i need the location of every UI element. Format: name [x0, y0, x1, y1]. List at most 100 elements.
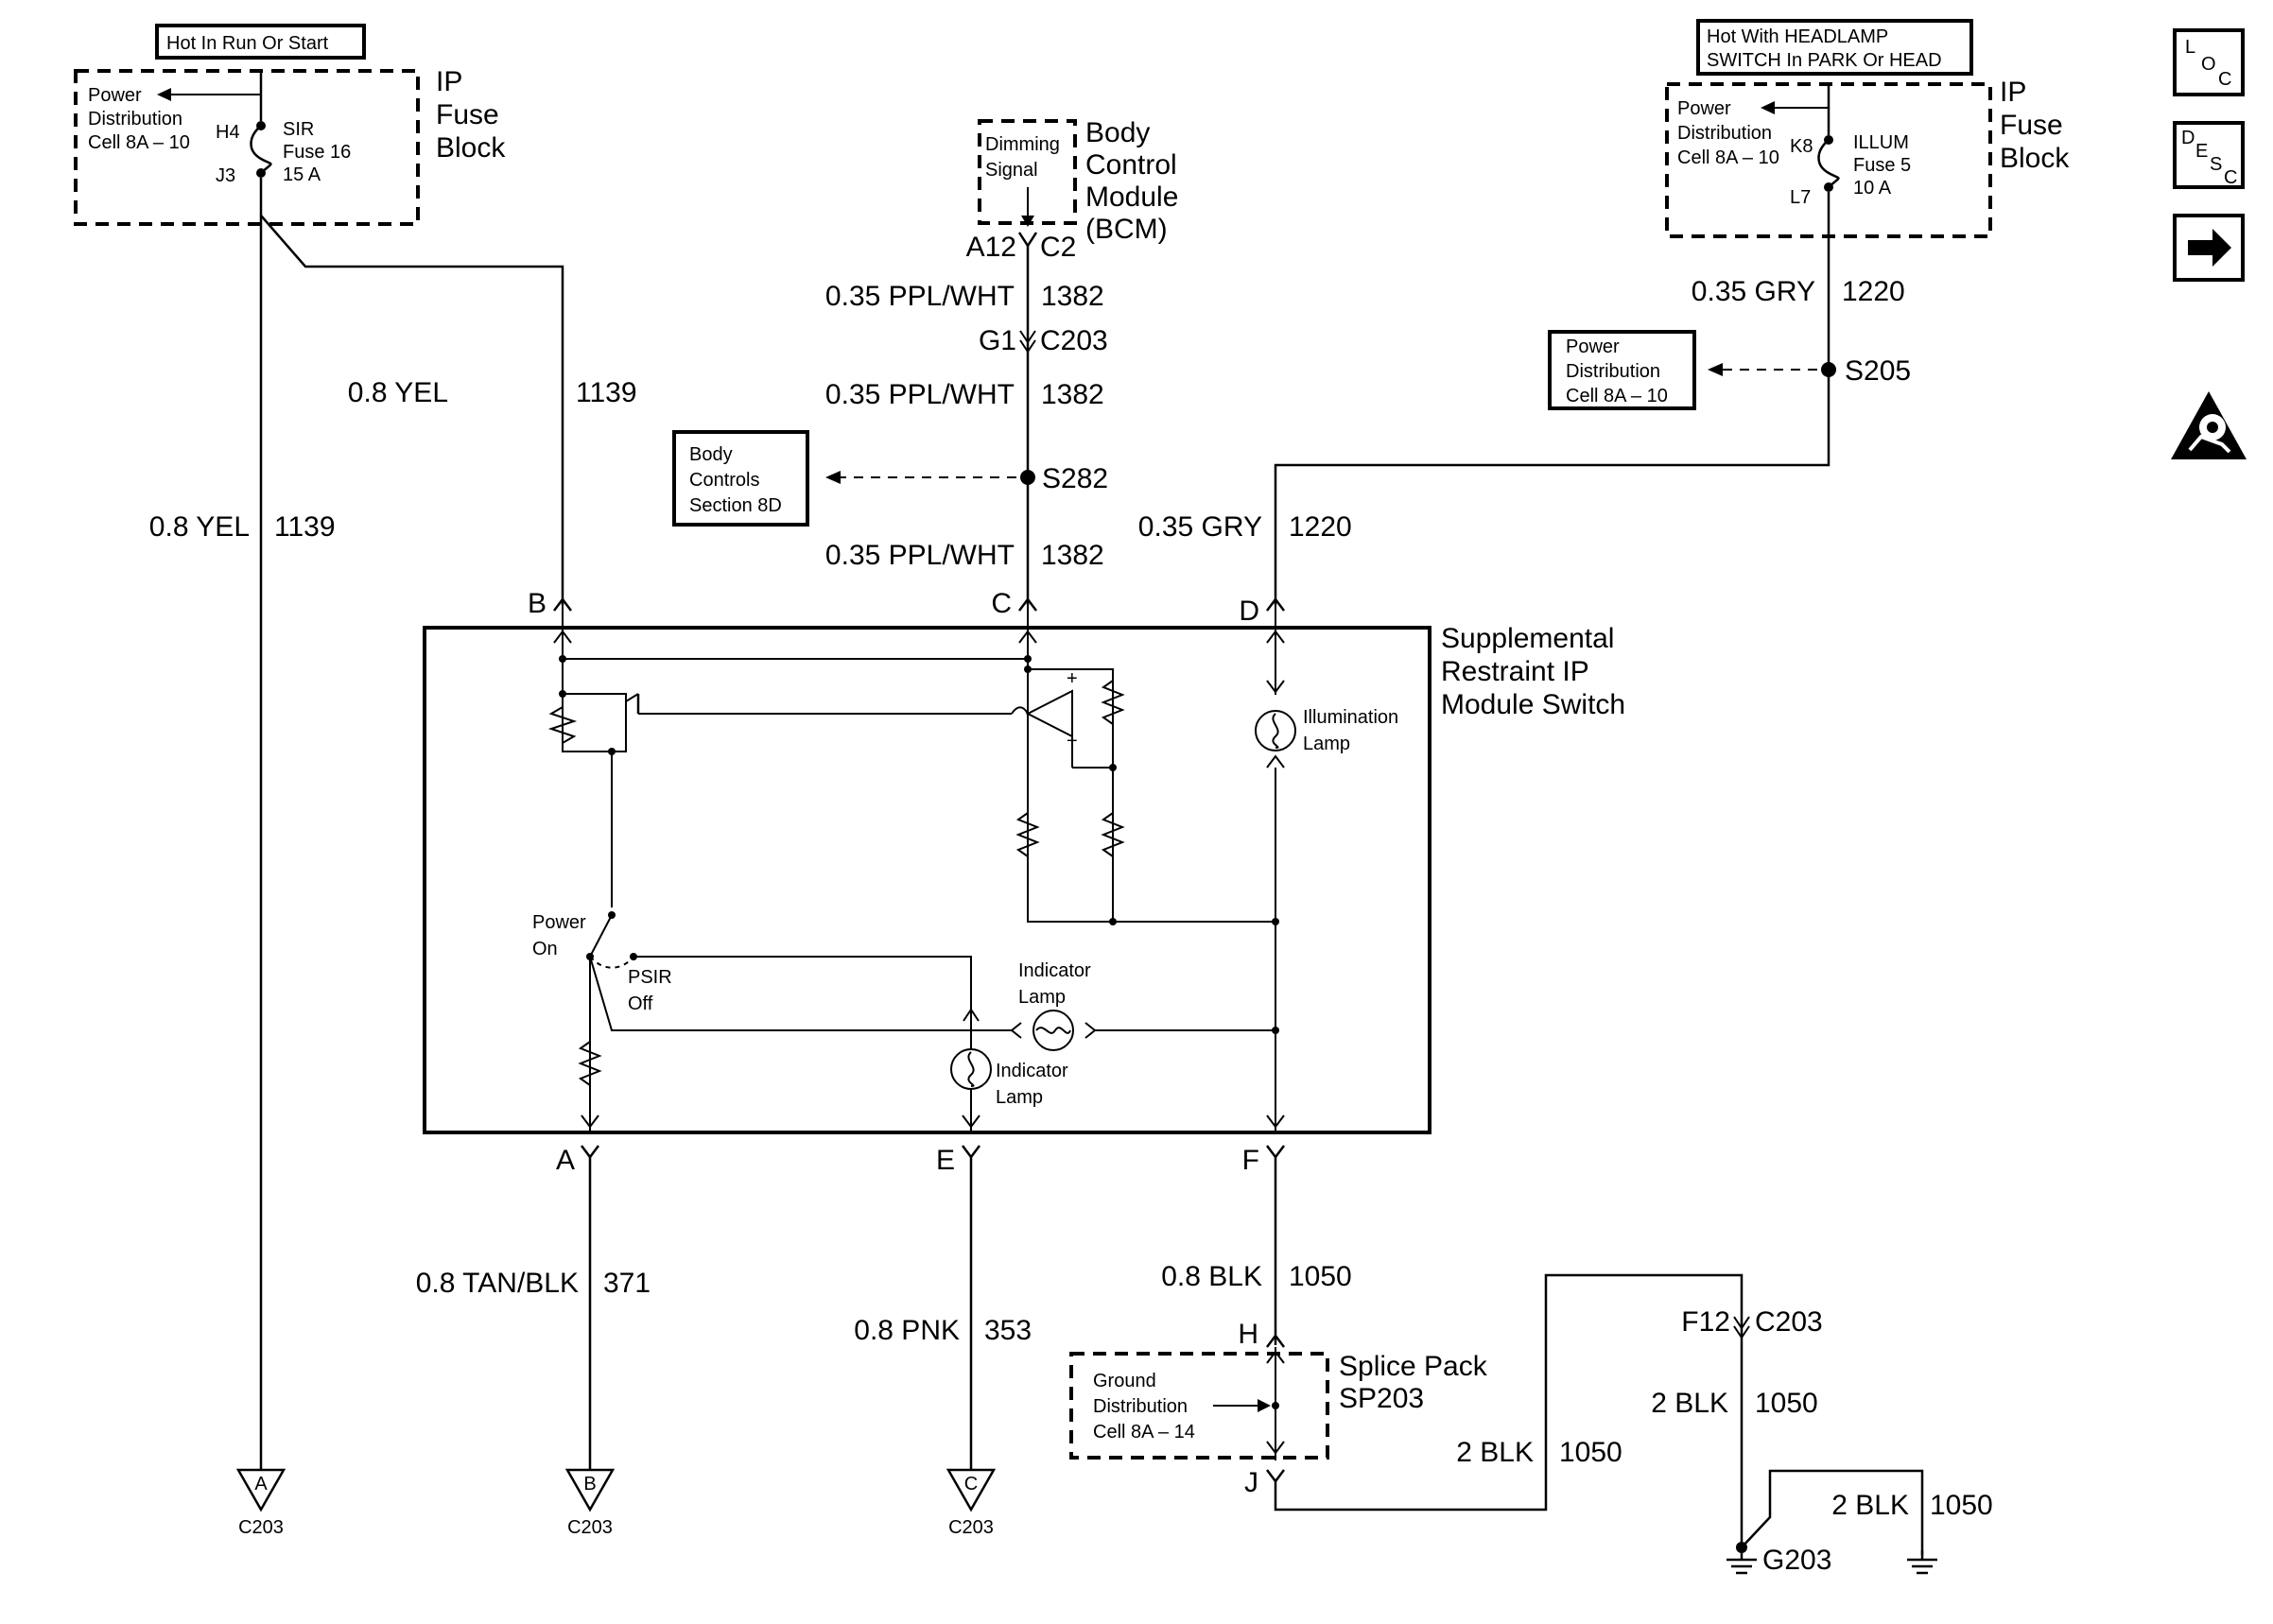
loc-icon[interactable]: L O C	[2173, 28, 2245, 96]
wire-1139-to-b	[260, 215, 564, 605]
fuse-block-title: IP	[436, 66, 462, 97]
connector-male-icon	[1266, 596, 1285, 612]
pin-label: L7	[1790, 187, 1811, 208]
icon-letter: C	[2224, 167, 2237, 188]
arrow-up-icon	[1266, 754, 1285, 769]
switch-label: On	[532, 939, 558, 959]
node-dot	[1272, 1402, 1279, 1409]
op-amp-icon	[1025, 689, 1073, 738]
connector-female-icon	[1266, 1145, 1285, 1160]
icon-letter: L	[2185, 37, 2195, 58]
right-fuse-block: Hot With HEADLAMP SWITCH In PARK Or HEAD…	[1665, 19, 2070, 238]
next-arrow-icon[interactable]	[2173, 214, 2245, 282]
resistor-icon	[547, 706, 578, 744]
fuse-pin-dot	[256, 168, 266, 178]
wire-circuit-label: 1220	[1842, 276, 1905, 307]
module-pin-label: D	[1239, 596, 1259, 627]
fuse-block-title: Block	[2000, 143, 2070, 174]
bcm-title: Body	[1085, 117, 1150, 148]
power-dist-ref-box[interactable]	[1548, 330, 1696, 410]
connector-name-label: C203	[1040, 325, 1108, 356]
resistor-icon	[1101, 812, 1125, 857]
arrow-up-icon	[1266, 630, 1285, 644]
module-title: Restraint IP	[1441, 656, 1589, 687]
connector-male-icon	[553, 596, 572, 612]
ground-icon	[1907, 1550, 1937, 1575]
fuse-label: SIR	[283, 119, 314, 140]
bcm-title: (BCM)	[1085, 214, 1168, 245]
lamp-filament	[967, 1051, 975, 1087]
splice-dot	[1020, 470, 1035, 485]
pin-label: J	[1244, 1467, 1258, 1498]
fuse-block-title: Block	[436, 132, 506, 164]
connector-male-icon	[1018, 596, 1037, 612]
ref-text: Body	[689, 444, 733, 465]
wire-color-label: 0.35 GRY	[1692, 276, 1815, 307]
wire-color-label: 0.35 GRY	[1138, 511, 1262, 543]
power-dist-text: Distribution	[88, 109, 182, 130]
splice-label: S205	[1845, 355, 1911, 387]
hot-run-start-label: Hot In Run Or Start	[166, 33, 329, 54]
fuse-icon	[1817, 139, 1840, 188]
wire-color-label: 2 BLK	[1651, 1388, 1728, 1419]
power-dist-text: Power	[1677, 98, 1731, 119]
pin-label: H	[1238, 1319, 1258, 1350]
hot-headlamp-label: Hot With HEADLAMP	[1707, 26, 1888, 47]
node-dot	[1272, 1027, 1279, 1034]
wire-circuit-label: 1382	[1041, 281, 1104, 312]
internal-wire	[562, 694, 612, 752]
desc-icon[interactable]: D E S C	[2173, 121, 2245, 189]
ground-label: G203	[1762, 1545, 1831, 1576]
internal-wire	[633, 956, 972, 1021]
module-pin-label: A	[556, 1145, 575, 1176]
power-dist-text: Distribution	[1677, 123, 1772, 144]
arrow-down-icon	[962, 1114, 980, 1129]
switch-travel	[589, 956, 634, 969]
wire-color-label: 2 BLK	[1456, 1437, 1534, 1468]
arrow-down-icon	[1266, 1441, 1285, 1455]
node-dot	[608, 748, 616, 755]
arrow-down-icon	[1266, 680, 1285, 694]
resistor-icon	[1015, 812, 1040, 857]
connector-pin-label: F12	[1681, 1306, 1730, 1338]
fuse-block-title: Fuse	[436, 99, 499, 130]
splice-pack-title: SP203	[1339, 1383, 1424, 1414]
wire-circuit-label: 1050	[1755, 1388, 1818, 1419]
wire-1050-ground	[1741, 1469, 1924, 1555]
wire-circuit-label: 1139	[274, 511, 336, 543]
splice-pack: H Ground Distribution Cell 8A – 14 Splic…	[1069, 1319, 1488, 1498]
fuse-pin-dot	[1824, 182, 1833, 192]
node-dot	[1024, 655, 1032, 663]
splice-pack-title: Splice Pack	[1339, 1351, 1488, 1382]
lamp-filament	[1272, 713, 1279, 749]
connector-name-label: C203	[1755, 1306, 1823, 1338]
fuse-label: ILLUM	[1853, 132, 1909, 153]
wire-color-label: 0.35 PPL/WHT	[825, 379, 1015, 410]
indicator-lamp-icon	[1032, 1010, 1074, 1051]
bottom-connector-b[interactable]: B C203	[564, 1468, 616, 1538]
arrow-left-icon	[157, 88, 171, 101]
arrow-down-icon	[581, 1114, 599, 1129]
pin-label: H4	[216, 122, 240, 143]
inline-connector-icon	[1733, 1316, 1750, 1339]
arrow-right-icon	[1084, 1022, 1097, 1039]
module-pin-label: B	[528, 588, 547, 619]
switch-icon	[589, 914, 613, 958]
module-pin-label: E	[936, 1145, 955, 1176]
bottom-connector-a[interactable]: A C203	[235, 1468, 286, 1538]
switch-label: Power	[532, 912, 586, 933]
icon-letter: D	[2181, 128, 2195, 148]
internal-wire	[589, 956, 946, 1031]
bottom-connector-c[interactable]: C C203	[946, 1468, 997, 1538]
ground-g203: 2 BLK 1050 G203	[1726, 1469, 1993, 1576]
jumper-icon	[1011, 706, 1029, 715]
wire-color-label: 0.8 PNK	[854, 1315, 960, 1346]
pin-label: A12	[966, 232, 1016, 263]
fuse-block-title: Fuse	[2000, 110, 2063, 141]
node-dot	[1024, 665, 1032, 673]
body-controls-ref-box[interactable]	[672, 430, 809, 527]
arrow-left-icon	[1708, 363, 1723, 376]
wire-color-label: 0.8 BLK	[1161, 1261, 1262, 1292]
hot-run-start-label-box	[155, 24, 366, 60]
